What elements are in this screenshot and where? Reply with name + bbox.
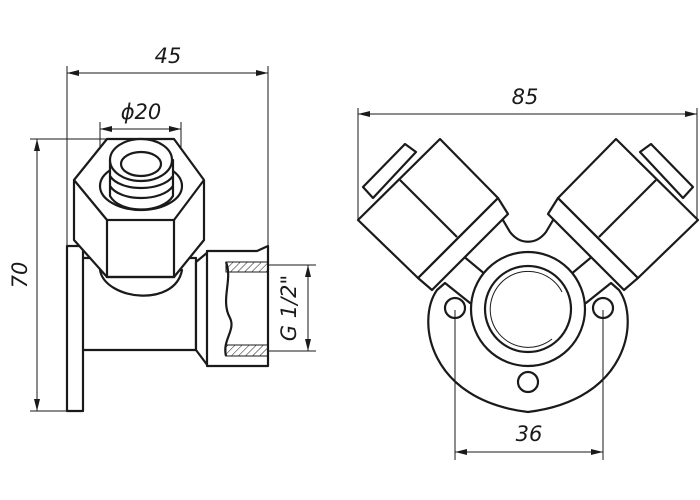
dimension-hole-spacing-36: 36: [454, 310, 604, 460]
dimension-label-36: 36: [516, 422, 543, 446]
mounting-flange: [65, 244, 85, 413]
nipple-top: [108, 137, 174, 183]
dimension-label-45: 45: [155, 44, 182, 68]
dimension-label-phi20: ϕ20: [121, 100, 162, 124]
dimension-label-g12: G 1/2": [277, 275, 301, 341]
mounting-hole-bottom: [516, 370, 540, 394]
hex-face: [105, 218, 176, 279]
hatch-top: [225, 261, 269, 273]
right-outlet: [546, 137, 700, 292]
dimension-thread-g12: G 1/2": [268, 264, 316, 352]
left-outlet: [356, 137, 510, 292]
nipple-bore: [119, 150, 163, 178]
hatch-bottom: [225, 344, 269, 357]
break-line: [224, 261, 233, 357]
left-cap: [361, 142, 418, 200]
dimension-width-85: 85: [357, 85, 698, 220]
dimension-label-85: 85: [512, 85, 539, 109]
dimension-label-70: 70: [8, 262, 32, 289]
dimension-height-70: 70: [8, 138, 108, 412]
dimension-diameter-20: ϕ20: [99, 100, 182, 180]
dimension-width-45: 45: [66, 44, 269, 252]
threaded-outlet: [205, 244, 270, 368]
thread-line: [489, 270, 563, 348]
side-view: 45 ϕ20 70: [8, 44, 316, 413]
center-outlet-bore: [483, 264, 573, 354]
front-view: 85 36: [356, 85, 700, 460]
